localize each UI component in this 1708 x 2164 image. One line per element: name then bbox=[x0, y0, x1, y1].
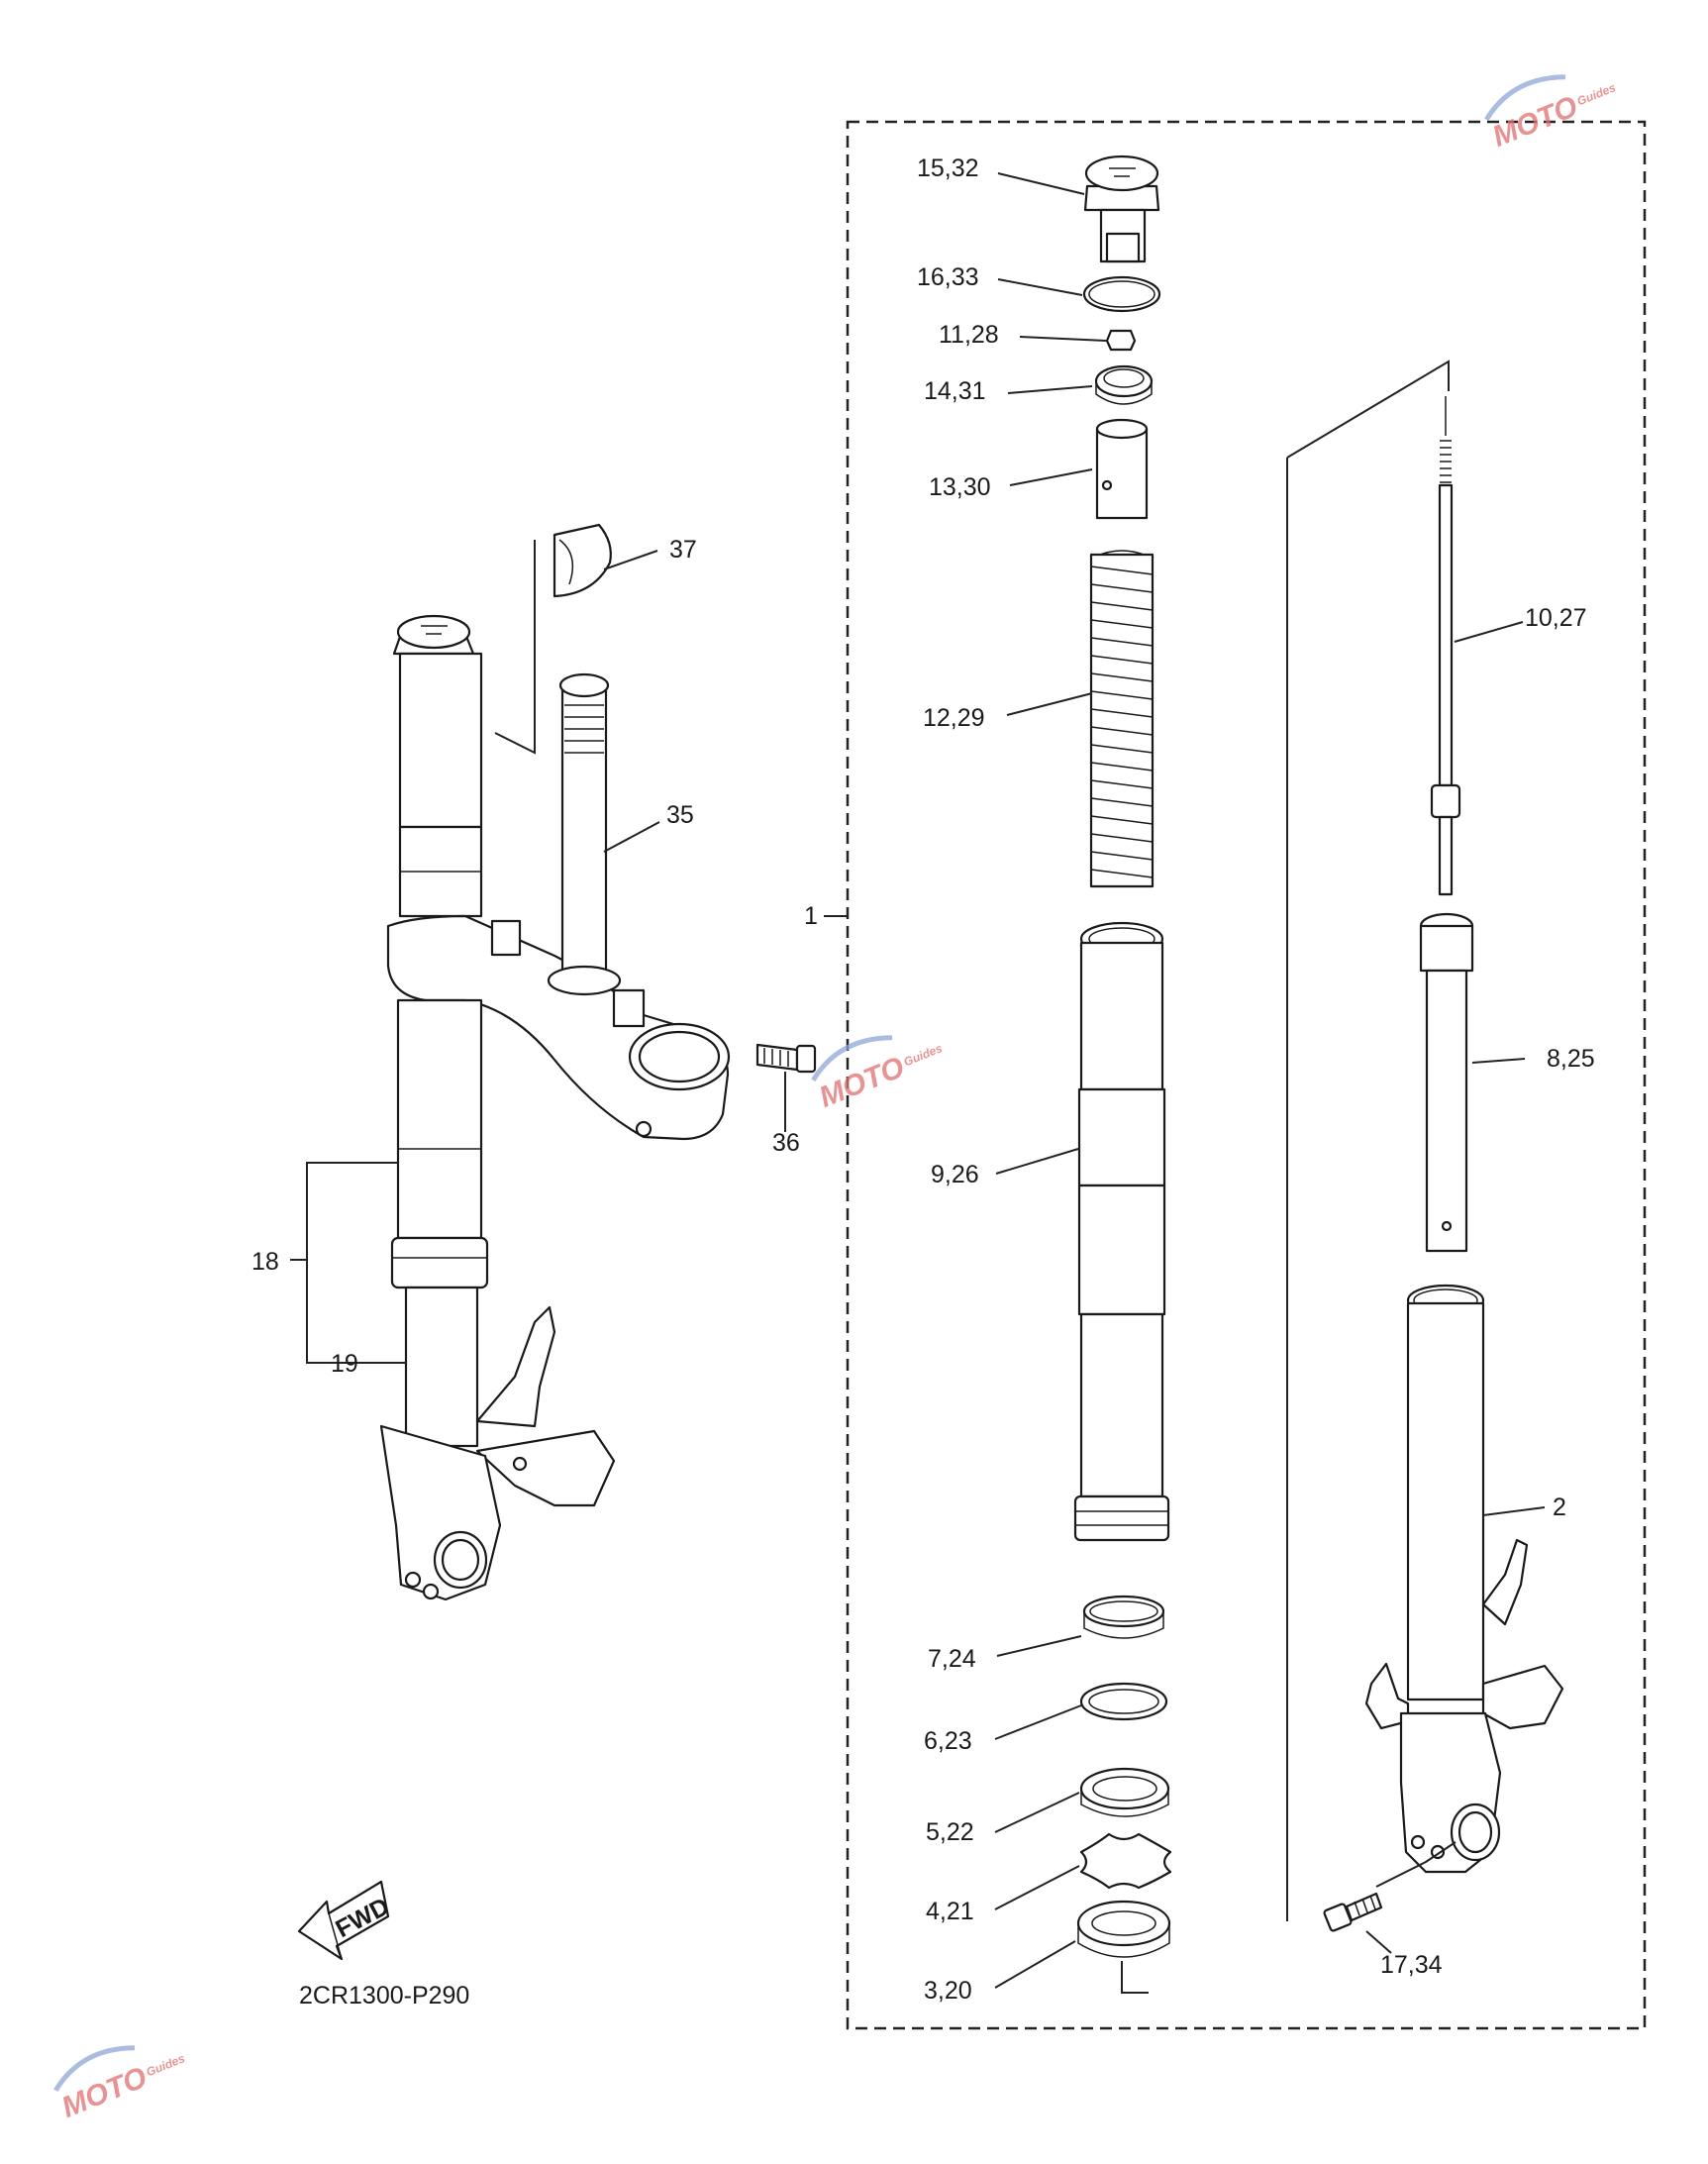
callout-14-31: 14,31 bbox=[924, 377, 986, 405]
fwd-arrow-icon: FWD bbox=[297, 1880, 394, 1961]
callout-18: 18 bbox=[251, 1248, 279, 1276]
callout-17-34: 17,34 bbox=[1380, 1951, 1443, 1979]
callout-35: 35 bbox=[666, 801, 694, 829]
exploded-components bbox=[1073, 155, 1564, 1958]
watermark-logo-bottom-left: MOTO Guides bbox=[53, 2045, 187, 2124]
callout-36: 36 bbox=[772, 1129, 800, 1157]
callout-12-29: 12,29 bbox=[923, 704, 985, 732]
svg-text:Guides: Guides bbox=[902, 1041, 945, 1069]
callout-3-20: 3,20 bbox=[924, 1977, 972, 2005]
callout-9-26: 9,26 bbox=[931, 1161, 979, 1188]
callout-7-24: 7,24 bbox=[928, 1645, 976, 1673]
callout-19: 19 bbox=[331, 1350, 358, 1378]
svg-text:Guides: Guides bbox=[1575, 80, 1618, 108]
watermark-logo-top-right: MOTO Guides bbox=[1484, 74, 1618, 154]
callout-13-30: 13,30 bbox=[929, 473, 991, 501]
diagram-code: 2CR1300-P290 bbox=[299, 1982, 469, 2009]
callout-8-25: 8,25 bbox=[1547, 1045, 1595, 1073]
callout-11-28: 11,28 bbox=[939, 321, 999, 349]
callout-4-21: 4,21 bbox=[926, 1898, 974, 1925]
watermark-logo-center: MOTO Guides bbox=[811, 1035, 945, 1114]
callout-10-27: 10,27 bbox=[1525, 604, 1587, 632]
svg-text:Guides: Guides bbox=[145, 2051, 187, 2079]
callout-2: 2 bbox=[1553, 1494, 1566, 1521]
callout-37: 37 bbox=[669, 536, 697, 564]
callout-1: 1 bbox=[804, 902, 818, 930]
callout-6-23: 6,23 bbox=[924, 1727, 972, 1755]
callout-15-32: 15,32 bbox=[917, 155, 979, 182]
exploded-group-frame bbox=[846, 120, 1647, 2030]
callout-5-22: 5,22 bbox=[926, 1818, 974, 1846]
callout-16-33: 16,33 bbox=[917, 263, 979, 291]
assembled-fork-drawing bbox=[379, 523, 817, 1601]
